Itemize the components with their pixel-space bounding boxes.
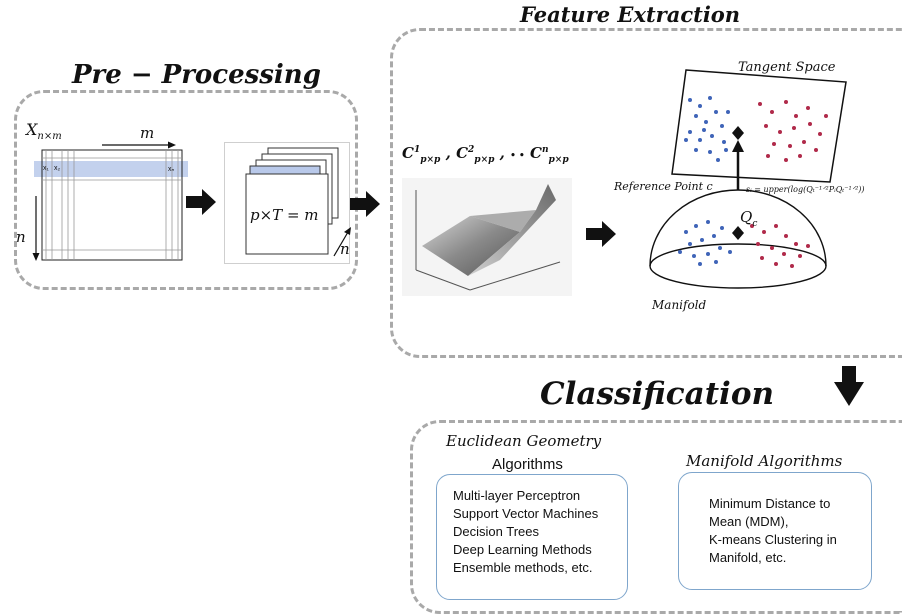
manifold-label: Manifold — [652, 298, 707, 312]
euclidean-algorithms-box: Multi-layer Perceptron Support Vector Ma… — [436, 474, 628, 600]
x2-label: x₂ — [54, 165, 61, 172]
tangent-space-label: Tangent Space — [738, 60, 836, 75]
manifold-algo-item: Manifold, etc. — [709, 550, 787, 565]
euclidean-algo-item: Multi-layer Perceptron — [453, 488, 581, 503]
epoch-n-label: n — [340, 240, 350, 258]
preprocessing-panel — [14, 90, 358, 290]
manifold-algo-item: Mean (MDM), — [709, 514, 789, 529]
epoch-equation: p×T = m — [250, 206, 319, 224]
classification-title: Classification — [540, 376, 775, 412]
euclidean-algo-item: Decision Trees — [453, 524, 539, 539]
x1-label: x₁ — [43, 165, 49, 172]
projection-formula: sᵢ = upper(log(Qₜ⁻¹ᐟ²PᵢQₜ⁻¹ᐟ²)) — [746, 185, 865, 194]
feature-extraction-panel — [390, 28, 902, 358]
covariance-list: C1p×p , C2p×p , • • Cnp×p — [402, 144, 569, 165]
euclidean-algo-item: Ensemble methods, etc. — [453, 560, 593, 575]
classification-panel — [410, 420, 902, 614]
n-label: n — [16, 228, 26, 246]
m-label: m — [140, 124, 155, 142]
manifold-algo-item: K-means Clustering in — [709, 532, 837, 547]
manifold-algorithms-box: Minimum Distance to Mean (MDM), K-means … — [678, 472, 872, 590]
euclidean-title: Euclidean Geometry — [446, 432, 602, 450]
euclidean-algo-item: Support Vector Machines — [453, 506, 599, 521]
reference-point-label: Reference Point c — [614, 180, 713, 193]
manifold-algo-item: Minimum Distance to — [709, 496, 831, 511]
euclidean-algo-item: Deep Learning Methods — [453, 542, 592, 557]
q-label: Qc — [740, 208, 758, 229]
matrix-label: Xn×m — [26, 120, 62, 143]
xn-label: xₙ — [168, 166, 175, 173]
feature-extraction-title: Feature Extraction — [520, 2, 741, 27]
euclidean-subtitle: Algorithms — [492, 456, 563, 473]
manifold-algorithms-title: Manifold Algorithms — [686, 452, 843, 470]
preprocessing-title: Pre − Processing — [72, 60, 321, 90]
